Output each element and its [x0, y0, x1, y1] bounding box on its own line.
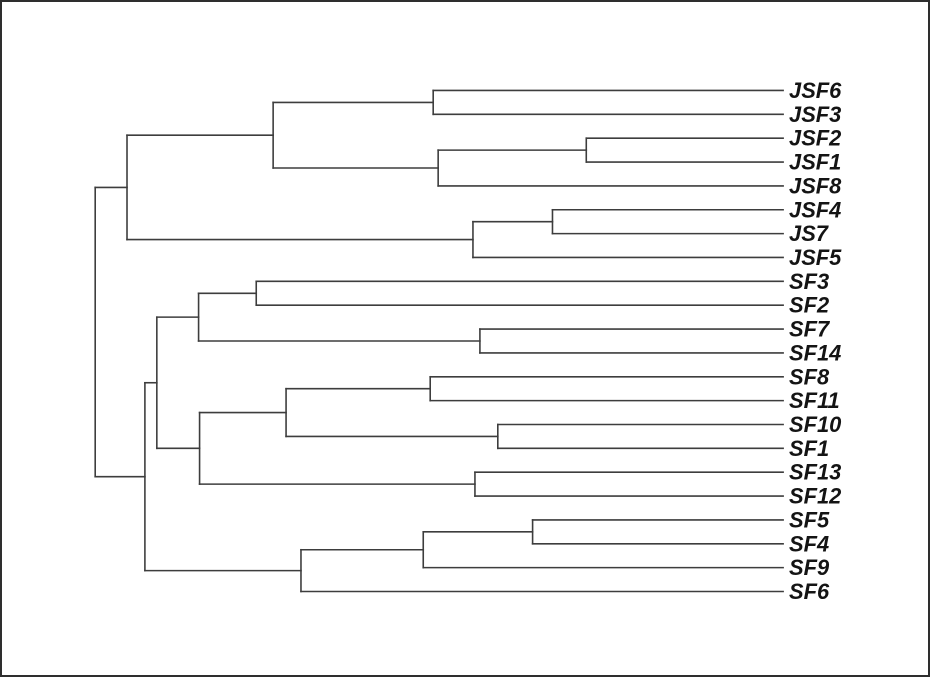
leaf-label-sf6: SF6 — [789, 579, 830, 604]
leaf-label-sf13: SF13 — [789, 460, 841, 485]
leaf-label-jsf6: JSF6 — [789, 78, 842, 103]
leaf-label-jsf8: JSF8 — [789, 173, 842, 198]
leaf-label-sf5: SF5 — [789, 507, 830, 532]
leaf-label-jsf3: JSF3 — [789, 102, 841, 127]
leaf-label-sf14: SF14 — [789, 340, 841, 365]
leaf-label-jsf5: JSF5 — [789, 245, 842, 270]
leaf-label-sf7: SF7 — [789, 317, 831, 342]
leaf-label-sf4: SF4 — [789, 531, 829, 556]
leaf-label-jsf2: JSF2 — [789, 126, 841, 151]
leaf-label-sf2: SF2 — [789, 293, 829, 318]
leaf-label-jsf4: JSF4 — [789, 197, 841, 222]
leaf-label-sf1: SF1 — [789, 436, 829, 461]
leaf-label-sf8: SF8 — [789, 364, 830, 389]
leaf-label-sf3: SF3 — [789, 269, 829, 294]
leaf-label-sf11: SF11 — [789, 388, 840, 413]
leaf-label-jsf1: JSF1 — [789, 150, 841, 175]
leaf-label-sf10: SF10 — [789, 412, 841, 437]
leaf-label-js7: JS7 — [789, 221, 830, 246]
leaf-label-sf12: SF12 — [789, 484, 841, 509]
leaf-label-sf9: SF9 — [789, 555, 830, 580]
